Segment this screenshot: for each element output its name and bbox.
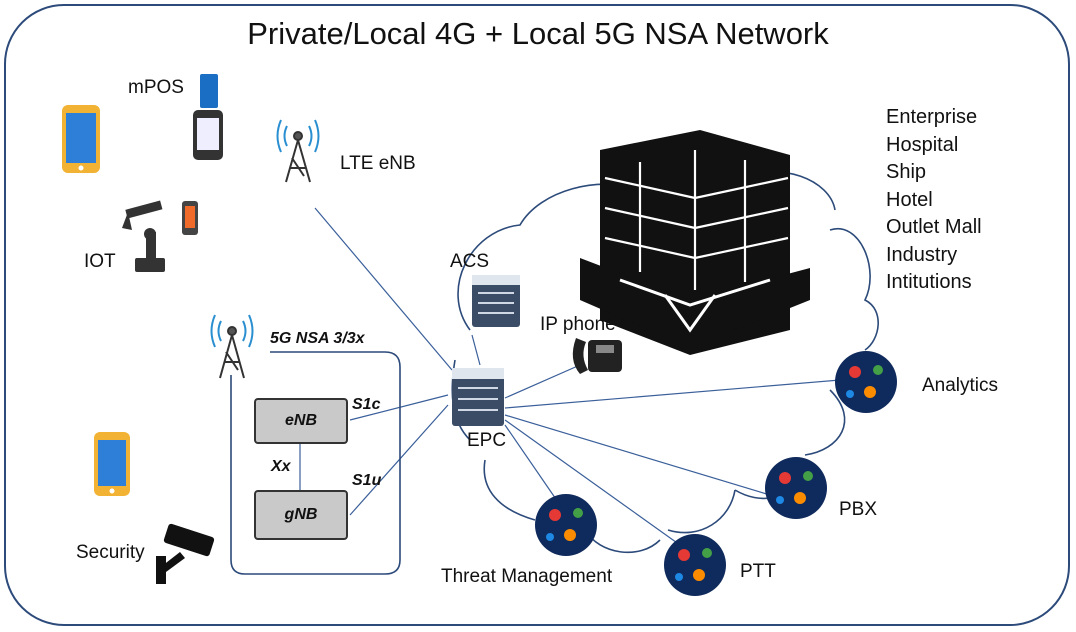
s1u-label: S1u: [352, 472, 382, 489]
acs-label: ACS: [450, 251, 490, 272]
site-list: Enterprise Hospital Ship Hotel Outlet Ma…: [886, 104, 982, 297]
threat-globe-icon: [535, 494, 597, 556]
s1c-label: S1c: [352, 396, 381, 413]
connection-lines: [299, 207, 841, 546]
nsa-antenna-icon: [210, 314, 254, 379]
diagram-frame: [4, 4, 1070, 626]
site-item: Industry: [886, 243, 958, 266]
xx-label: Xx: [271, 458, 291, 475]
gnb-box: gNB: [254, 490, 348, 540]
security-label: Security: [76, 542, 145, 563]
mpos-label: mPOS: [128, 77, 184, 98]
pbx-globe-icon: [765, 457, 827, 519]
nsa-label: 5G NSA 3/3x: [270, 330, 365, 347]
analytics-label: Analytics: [922, 375, 999, 396]
smartphone-icon-bottom: [94, 432, 130, 496]
nsa-container: [230, 351, 401, 575]
analytics-globe-icon: [835, 351, 897, 413]
epc-label: EPC: [467, 430, 507, 451]
site-item: Hospital: [886, 133, 959, 156]
diagram-title: Private/Local 4G + Local 5G NSA Network: [247, 16, 829, 51]
enb-box-label: eNB: [284, 412, 317, 429]
ip-phone-label: IP phone: [540, 314, 616, 335]
threat-management-label: Threat Management: [441, 566, 613, 587]
site-item: Intitutions: [886, 271, 972, 293]
iot-label: IOT: [84, 251, 116, 272]
lte-enb-label: LTE eNB: [340, 153, 416, 174]
mpos-icon: [193, 74, 223, 160]
building-icon: [580, 130, 810, 355]
ptt-globe-icon: [664, 534, 726, 596]
site-item: Outlet Mall: [886, 216, 982, 238]
gnb-box-label: gNB: [284, 506, 318, 523]
ptt-label: PTT: [740, 561, 776, 582]
pbx-label: PBX: [839, 499, 878, 520]
acs-server-icon: [472, 275, 520, 327]
epc-server-icon: [452, 368, 504, 426]
site-item: Enterprise: [886, 106, 978, 128]
iot-robot-icon: [122, 200, 198, 272]
site-item: Ship: [886, 161, 927, 183]
site-item: Hotel: [886, 188, 933, 211]
ip-phone-icon: [572, 338, 622, 374]
enb-box: eNB: [254, 398, 348, 444]
lte-antenna-icon: [276, 119, 320, 183]
smartphone-icon-top: [62, 105, 100, 173]
security-camera-icon: [156, 523, 215, 584]
